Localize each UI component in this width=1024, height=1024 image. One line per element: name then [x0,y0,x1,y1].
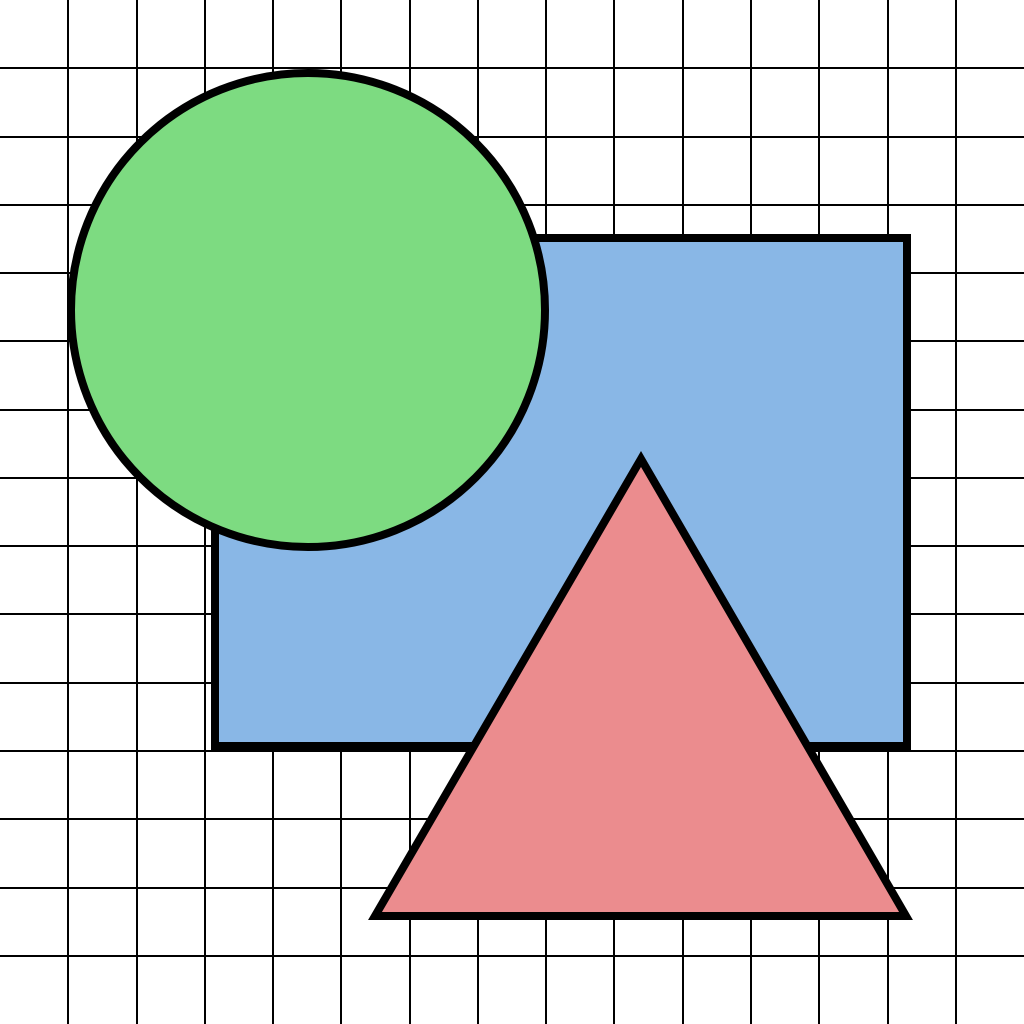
green-circle [67,69,549,551]
red-triangle [368,451,913,920]
